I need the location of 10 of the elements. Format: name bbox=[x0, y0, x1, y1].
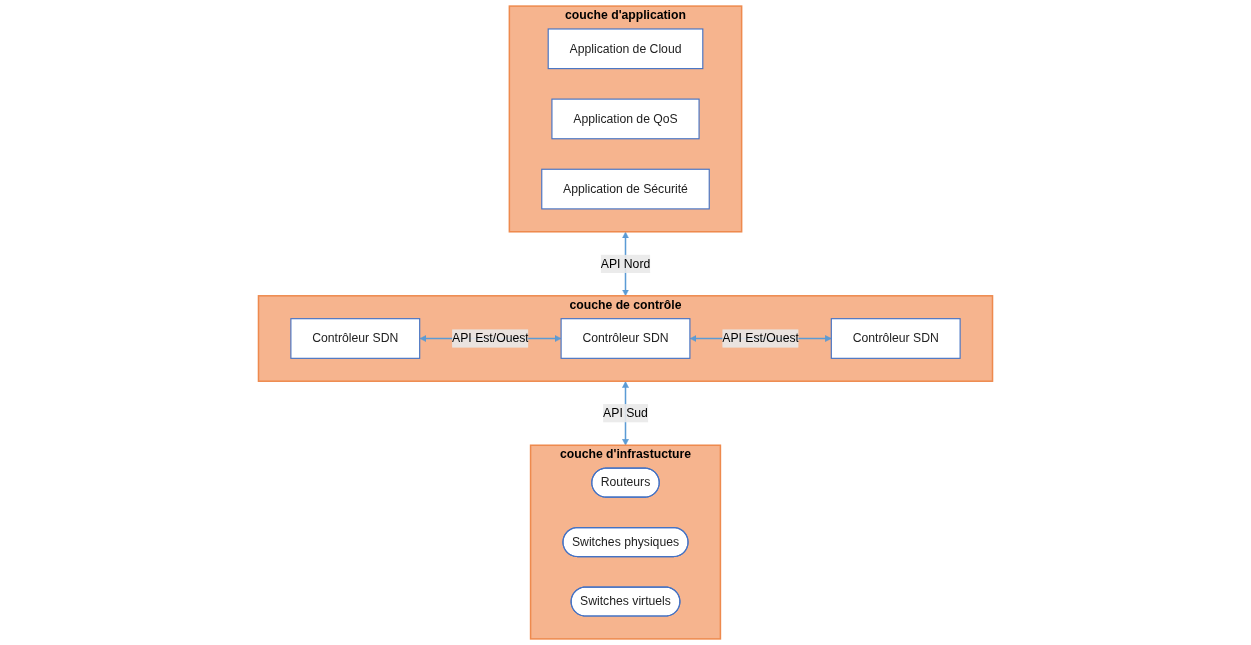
edge-label: API Est/Ouest bbox=[722, 331, 799, 345]
node-box: Contrôleur SDN bbox=[830, 318, 961, 359]
node-box: Contrôleur SDN bbox=[560, 318, 691, 359]
edge-label: API Est/Ouest bbox=[452, 331, 529, 345]
edge-label: API Nord bbox=[600, 256, 651, 270]
node-box: Contrôleur SDN bbox=[290, 318, 421, 359]
node-box: Application de Cloud bbox=[547, 28, 704, 70]
edge-label: API Sud bbox=[603, 406, 648, 420]
node-box: Application de QoS bbox=[551, 98, 700, 140]
node-box: Application de Sécurité bbox=[541, 168, 710, 210]
